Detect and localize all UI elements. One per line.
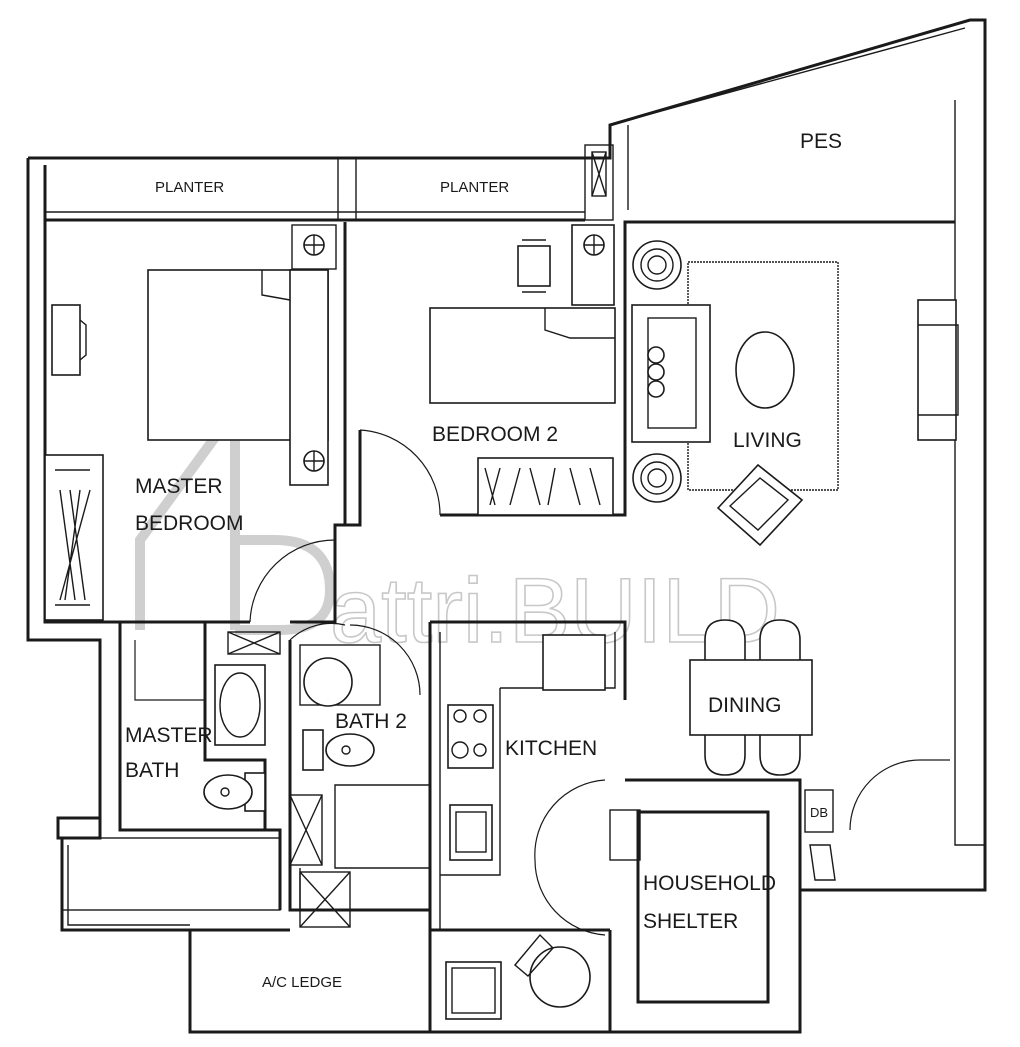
sofa-icon [631,304,711,443]
watermark-logo-icon [135,394,336,635]
watermark: attri.BUILD [135,394,781,663]
dryer-icon [529,946,591,1008]
ac-ledge-label: A/C LEDGE [262,974,342,991]
master-bath-fixtures [203,631,281,812]
bath-2-fixtures [289,644,381,928]
bath-2-label: BATH 2 [335,710,407,733]
sink-icon [449,804,493,861]
coffee-table-icon [735,331,795,409]
bedroom-2-label: BEDROOM 2 [432,423,558,446]
dining-table-icon [689,659,813,736]
ac-ledge [61,837,281,926]
lamp-icon [291,224,337,472]
washer-icon [445,961,502,1020]
kitchen-fixtures [439,632,616,1020]
doors [134,429,950,936]
chair-icon [517,245,551,287]
master-bath-label-1: MASTER [125,724,213,747]
bedroom-2-furniture [429,224,616,516]
living-furniture [631,240,959,547]
planter-label-2: PLANTER [440,179,509,196]
armchair-icon [632,240,682,503]
db-label: DB [810,805,828,820]
master-bedroom-label-2: BEDROOM [135,512,244,535]
living-tv-icon [917,299,957,441]
household-shelter-label-1: HOUSEHOLD [643,872,776,895]
master-bedroom-label-1: MASTER [135,475,223,498]
household-shelter-label-2: SHELTER [643,910,738,933]
shower-icon [303,657,353,707]
dining-furniture [689,619,813,776]
pes-label: PES [800,130,842,153]
master-tv-icon [51,304,81,376]
fridge-icon [542,634,606,691]
bed-2-icon [429,307,616,404]
master-bath-label-2: BATH [125,759,179,782]
basin-icon [214,664,266,746]
household-shelter [609,789,836,1004]
living-label: LIVING [733,429,802,452]
lounge-chair-icon [716,463,804,547]
master-bedroom-furniture [44,224,337,621]
dining-label: DINING [708,694,782,717]
kitchen-label: KITCHEN [505,737,597,760]
bedroom-2-wardrobe-icon [477,457,614,516]
planter-label-1: PLANTER [155,179,224,196]
bath-2-toilet-icon [302,729,324,771]
planter-strip [43,144,614,222]
